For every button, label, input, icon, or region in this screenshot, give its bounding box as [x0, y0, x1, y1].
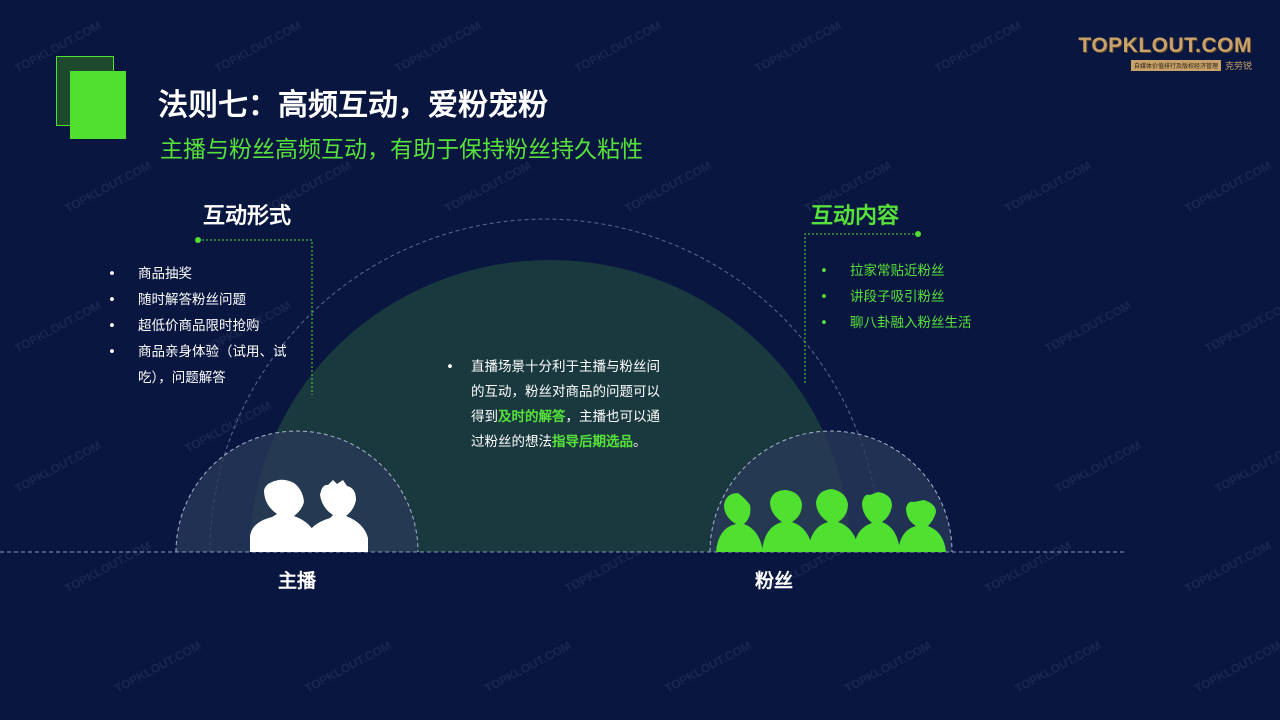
center-highlight-2: 指导后期选品	[552, 434, 633, 450]
right-connector-line	[804, 233, 918, 385]
host-icon	[250, 479, 368, 552]
title-decoration-front	[70, 71, 126, 139]
center-bullet: •	[446, 359, 454, 375]
logo-sub: 自媒体价值排行及版权经济管理 克劳锐	[1078, 59, 1252, 72]
interaction-content-list: 拉家常贴近粉丝 讲段子吸引粉丝 聊八卦融入粉丝生活	[820, 258, 1040, 336]
outer-dashed-arc	[209, 218, 881, 553]
host-dashed-arc	[175, 430, 419, 553]
page-subtitle: 主播与粉丝高频互动，有助于保持粉丝持久粘性	[160, 137, 643, 163]
list-item: 随时解答粉丝问题	[108, 287, 318, 313]
fans-label: 粉丝	[755, 570, 794, 592]
logo-text: TOPKLOUT.COM	[1078, 34, 1252, 57]
interaction-form-list: 商品抽奖 随时解答粉丝问题 超低价商品限时抢购 商品亲身体验（试用、试吃），问题…	[108, 261, 318, 391]
logo-tagline: 自媒体价值排行及版权经济管理	[1130, 60, 1221, 71]
list-item: 拉家常贴近粉丝	[820, 258, 1040, 284]
fans-icon	[716, 489, 946, 552]
center-description: • 直播场景十分利于主播与粉丝间的互动，粉丝对商品的问题可以得到及时的解答，主播…	[446, 355, 668, 455]
brand-logo: TOPKLOUT.COM 自媒体价值排行及版权经济管理 克劳锐	[1078, 34, 1252, 72]
list-item: 超低价商品限时抢购	[108, 313, 318, 339]
host-label: 主播	[278, 570, 317, 592]
list-item: 聊八卦融入粉丝生活	[820, 310, 1040, 336]
center-body: 直播场景十分利于主播与粉丝间的互动，粉丝对商品的问题可以得到及时的解答，主播也可…	[471, 355, 668, 455]
center-text-3: 。	[633, 434, 647, 450]
center-text-1: 直播场景十分利于主播与粉丝间的互动，粉丝对商品的问题可以得到	[471, 359, 660, 425]
interaction-content-heading: 互动内容	[811, 204, 900, 229]
list-item: 讲段子吸引粉丝	[820, 284, 1040, 310]
center-highlight-1: 及时的解答	[498, 409, 566, 425]
page-title: 法则七：高频互动，爱粉宠粉	[158, 88, 548, 123]
list-item: 商品抽奖	[108, 261, 318, 287]
center-dome	[250, 260, 850, 552]
center-text-2: ，主播也可以通过粉丝的想法	[471, 409, 660, 450]
fans-dashed-arc	[709, 430, 953, 553]
list-item: 商品亲身体验（试用、试吃），问题解答	[108, 339, 318, 391]
logo-cn-name: 克劳锐	[1224, 62, 1252, 72]
interaction-form-heading: 互动形式	[203, 204, 292, 229]
